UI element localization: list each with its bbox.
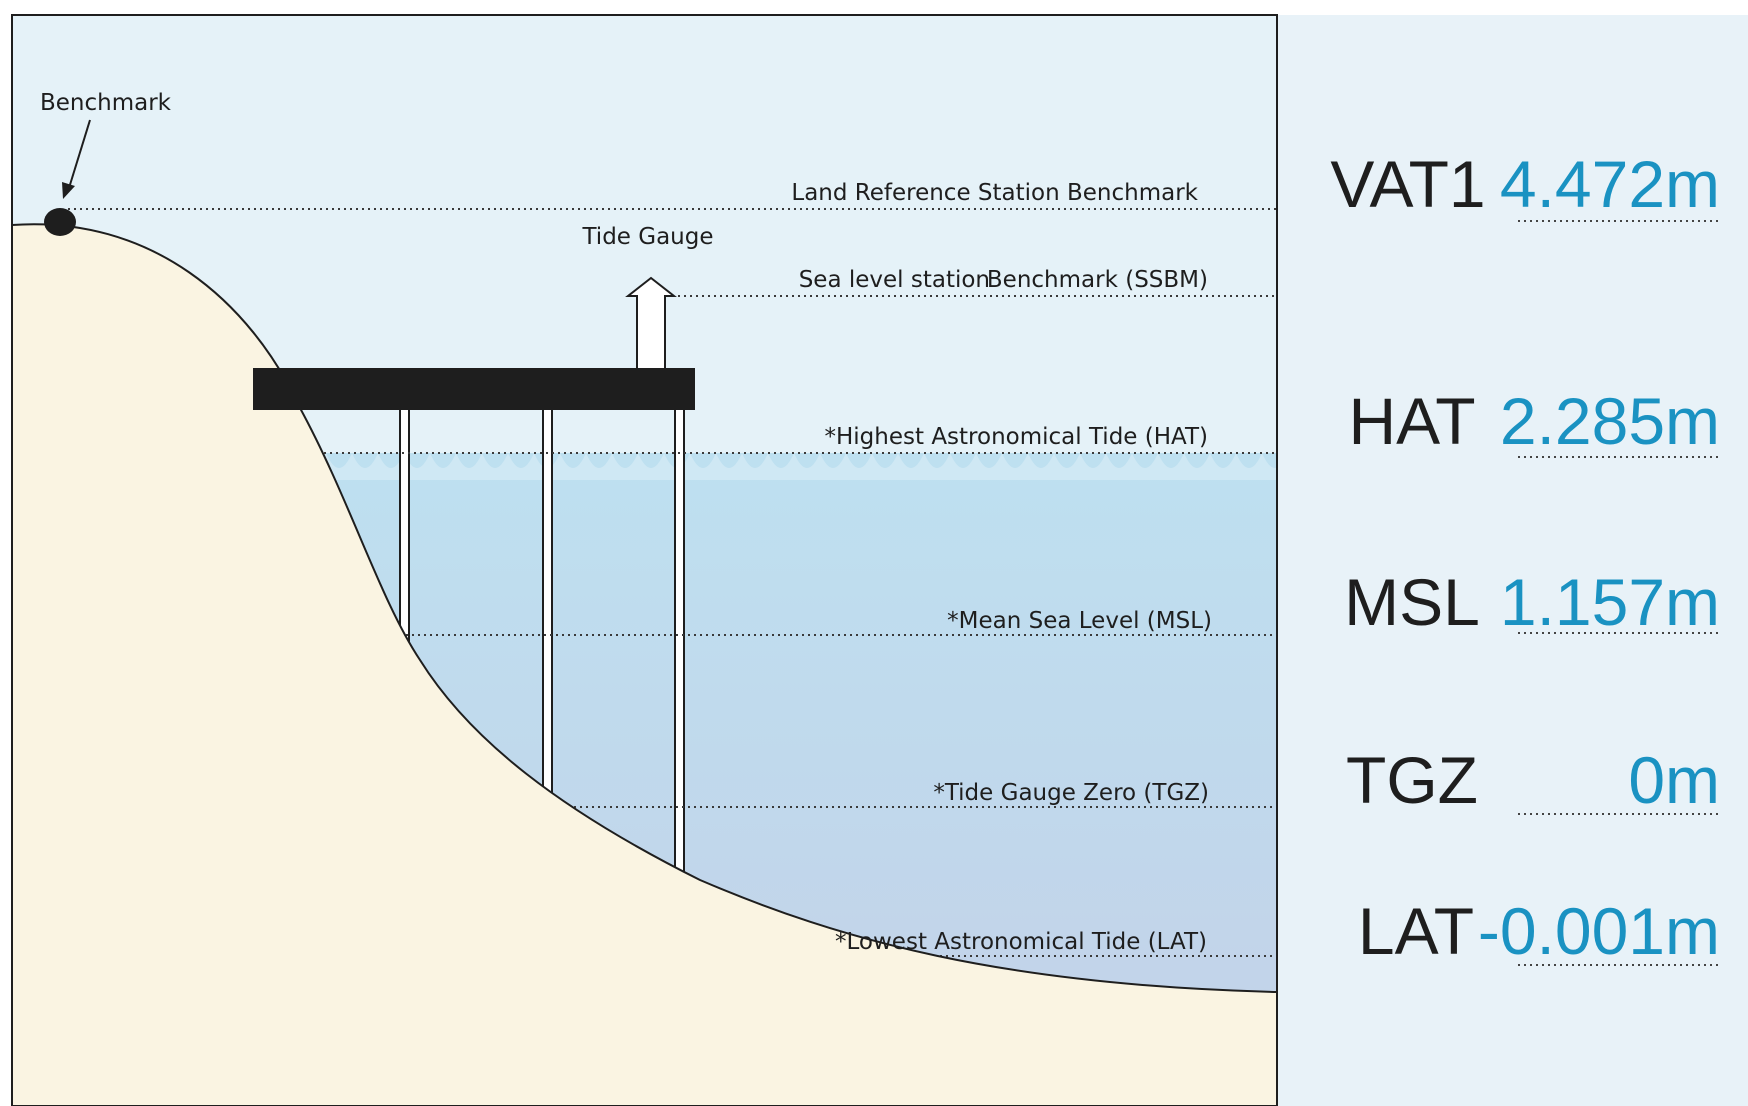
benchmark-label: Benchmark xyxy=(40,90,172,116)
benchmark-pointer-head xyxy=(62,182,75,199)
values-panel xyxy=(1277,15,1748,1106)
level-lat: LAT -0.001m xyxy=(1358,894,1720,968)
lat-label: *Lowest Astronomical Tide (LAT) xyxy=(835,929,1207,955)
piling-2 xyxy=(542,407,553,807)
land xyxy=(11,223,1278,1106)
level-code: HAT xyxy=(1348,384,1475,458)
land-reference-label: Land Reference Station Benchmark xyxy=(791,180,1198,206)
level-value: 2.285m xyxy=(1500,384,1720,458)
sea-level-station-label: Sea level station xyxy=(799,267,990,293)
pier-deck xyxy=(253,368,695,410)
tide-gauge-label: Tide Gauge xyxy=(581,224,713,250)
level-code: LAT xyxy=(1358,894,1474,968)
hat-label: *Highest Astronomical Tide (HAT) xyxy=(825,424,1209,450)
msl-label: *Mean Sea Level (MSL) xyxy=(947,608,1212,634)
level-hat: HAT 2.285m xyxy=(1348,384,1720,458)
level-value: 0m xyxy=(1628,743,1720,817)
tgz-label: *Tide Gauge Zero (TGZ) xyxy=(933,780,1209,806)
level-value: -0.001m xyxy=(1478,894,1720,968)
benchmark-pointer xyxy=(68,119,91,189)
piling-3 xyxy=(674,407,685,887)
level-value: 4.472m xyxy=(1500,147,1720,221)
level-tgz: TGZ 0m xyxy=(1346,743,1720,817)
level-msl: MSL 1.157m xyxy=(1344,565,1720,639)
level-code: TGZ xyxy=(1346,743,1478,817)
level-code: VAT1 xyxy=(1330,147,1485,221)
level-vat1: VAT1 4.472m xyxy=(1330,147,1720,222)
level-code: MSL xyxy=(1344,565,1480,639)
diagram-frame xyxy=(11,14,1278,1106)
piling-1 xyxy=(399,407,410,657)
level-value: 1.157m xyxy=(1500,565,1720,639)
ssbm-label: Benchmark (SSBM) xyxy=(987,267,1208,293)
benchmark-marker xyxy=(44,208,76,236)
tide-gauge-arrow xyxy=(625,276,677,368)
